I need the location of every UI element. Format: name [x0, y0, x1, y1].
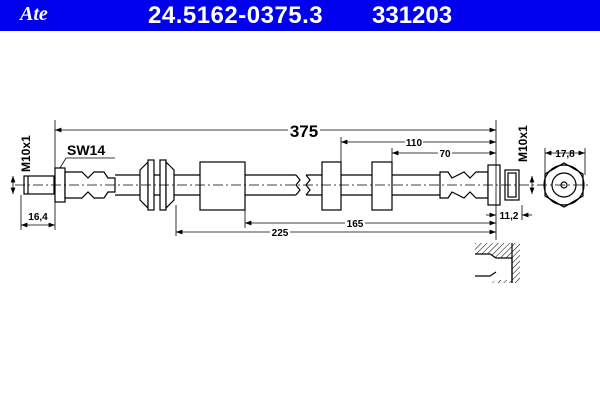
dim-total: 375 [290, 122, 318, 141]
thread-right-label: M10x1 [516, 125, 530, 162]
part-number: 24.5162-0375.3 [148, 2, 324, 29]
dim-17-8: 17,8 [555, 149, 575, 160]
thread-left-label: M10x1 [19, 135, 33, 172]
bracket-block [371, 161, 393, 211]
header-bar: Ate 24.5162-0375.3 331203 [0, 0, 600, 31]
dim-110: 110 [406, 138, 423, 149]
bracket-block [199, 161, 246, 211]
bracket-block [321, 161, 342, 211]
right-fitting [439, 164, 520, 206]
wrench-size-label: SW14 [67, 142, 105, 158]
ate-logo: Ate [20, 3, 48, 25]
reference-code: 331203 [372, 2, 453, 29]
dim-11-2: 11,2 [500, 211, 519, 222]
dim-70: 70 [439, 149, 451, 160]
dim-225: 225 [272, 228, 289, 239]
dim-16-4: 16,4 [28, 212, 48, 223]
dim-165: 165 [347, 219, 364, 230]
port-section-detail [475, 243, 520, 284]
